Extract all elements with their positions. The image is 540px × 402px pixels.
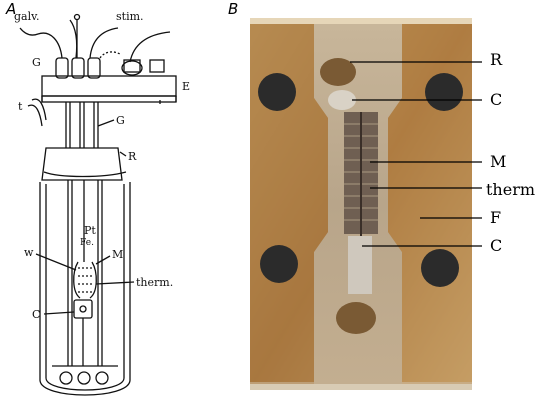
panel-a-letter: A xyxy=(6,0,17,18)
stim-wire xyxy=(129,31,171,63)
terminal-g-2 xyxy=(71,57,85,79)
label-therm: therm. xyxy=(136,276,174,289)
label-fe: Fe. xyxy=(80,238,94,248)
photo-label-r: R xyxy=(490,50,503,69)
label-g-top: G xyxy=(32,56,41,69)
label-w: w xyxy=(24,246,34,259)
label-g-side: G xyxy=(116,114,125,127)
label-pt: Pt xyxy=(84,224,96,237)
top-clamp xyxy=(320,58,356,86)
photo-label-f: F xyxy=(490,208,502,227)
screw-bottom-left xyxy=(260,245,298,283)
photo-label-c-bottom: C xyxy=(490,236,503,255)
screw-bottom-right xyxy=(421,249,459,287)
bottom-clamp xyxy=(336,302,376,334)
screw-top-left xyxy=(258,73,296,111)
galv-wire xyxy=(19,27,63,59)
label-stim: stim. xyxy=(116,10,144,23)
label-t: t xyxy=(18,100,23,113)
panel-b-letter: B xyxy=(228,0,239,18)
stim-terminal xyxy=(121,60,143,76)
photo-label-c-top: C xyxy=(490,90,503,109)
photo-label-m: M xyxy=(490,152,507,171)
stopper-r xyxy=(41,147,123,181)
label-m: M xyxy=(112,248,124,261)
label-r: R xyxy=(128,150,137,163)
label-c: C xyxy=(32,308,41,321)
terminal-g-1 xyxy=(55,57,69,79)
screw-top-right xyxy=(425,73,463,111)
photo-label-therm: therm xyxy=(486,180,536,199)
label-e: E xyxy=(182,80,191,93)
label-galv: galv. xyxy=(14,10,40,23)
terminal-g-3 xyxy=(87,57,101,79)
glass-tube xyxy=(39,182,131,396)
